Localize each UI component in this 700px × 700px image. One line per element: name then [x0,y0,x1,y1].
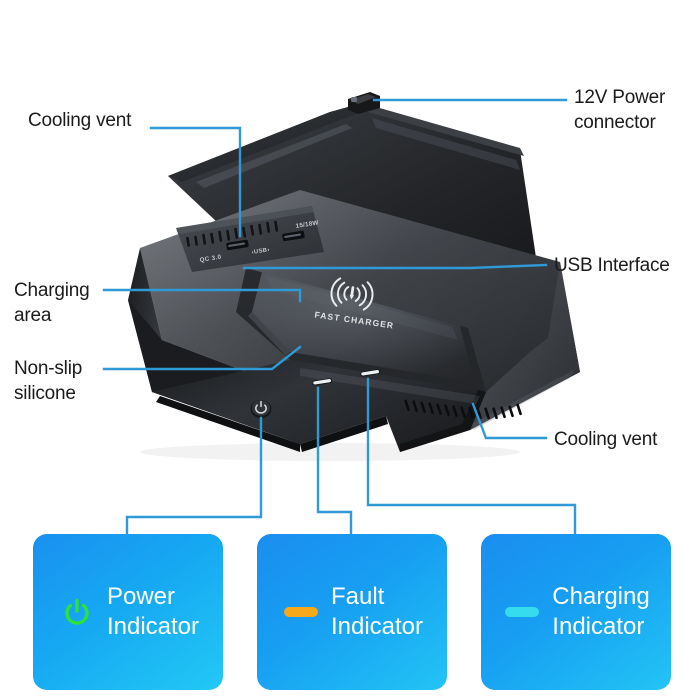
indicator-card-row: Power Indicator Fault Indicator Charging… [0,534,700,690]
callout-power-connector: 12V Power connector [574,87,666,133]
card-power-indicator[interactable]: Power Indicator [33,534,223,690]
callout-charging-area: Charging area [14,280,90,326]
power-icon [57,592,97,632]
card-label: Fault Indicator [330,583,424,640]
usb-port-right [282,230,305,242]
power-connector-nub [348,92,380,114]
silicone-edge [248,312,290,356]
dash-icon [281,592,321,632]
card-label: Charging Indicator [552,583,650,640]
usb-port-left [226,239,249,251]
card-fault-indicator[interactable]: Fault Indicator [257,534,447,690]
charging-led [360,369,381,377]
wattage-label: 15/18W [295,219,319,230]
qc-label: QC 3.0 [199,254,222,264]
dash-icon [502,592,542,632]
power-icon [255,400,267,414]
card-label: Power Indicator [106,583,200,640]
callout-non-slip-silicone: Non-slip silicone [14,358,83,404]
charging-pad [252,272,474,382]
callout-cooling-vent-front: Cooling vent [554,429,658,450]
callout-cooling-vent-top: Cooling vent [28,110,132,131]
card-charging-indicator[interactable]: Charging Indicator [481,534,671,690]
usb-label: ‹USB› [251,247,270,256]
wireless-charging-waves-icon [330,277,374,311]
fault-led [312,378,333,386]
power-button[interactable] [250,400,272,418]
callout-usb-interface: USB Interface [554,255,670,276]
